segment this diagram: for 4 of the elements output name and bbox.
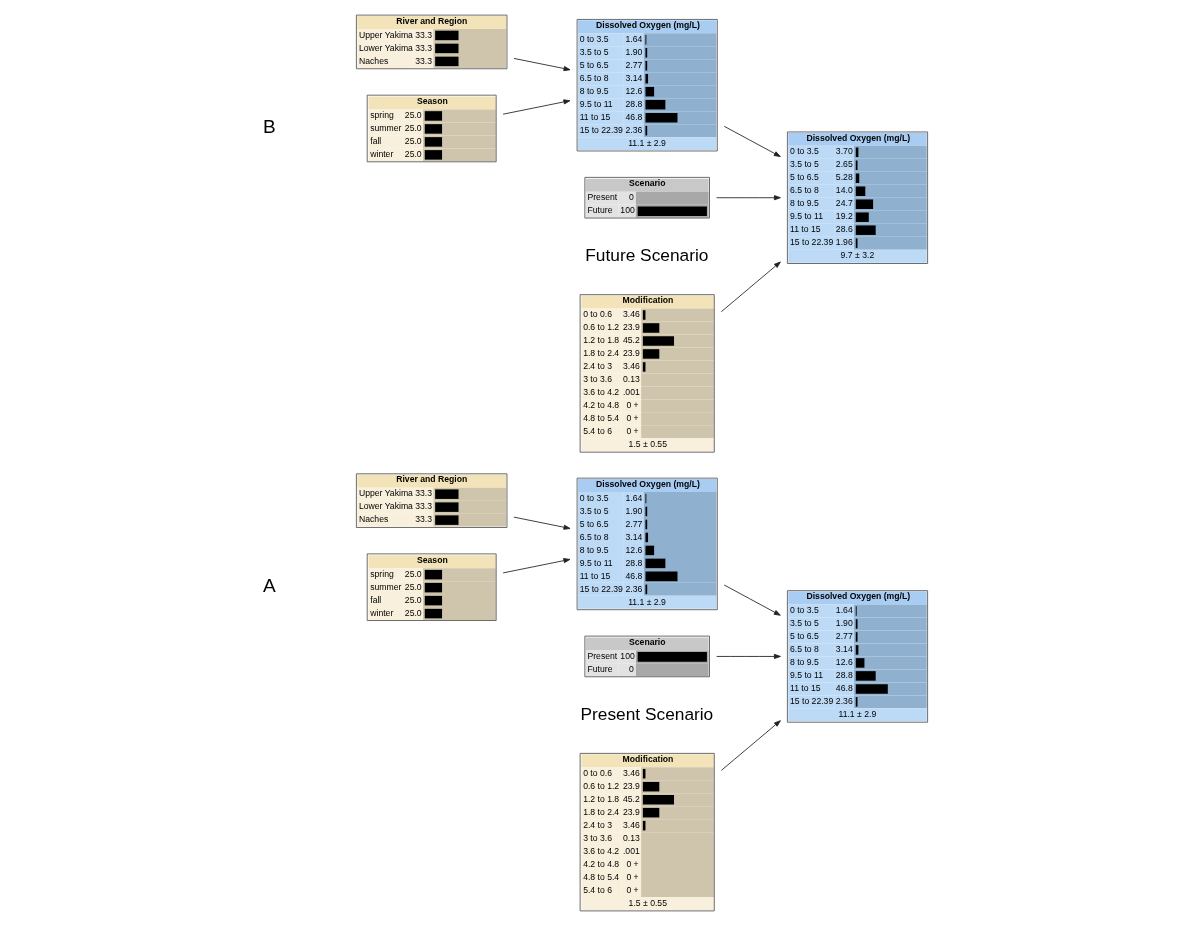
label: B [262,116,276,138]
label: A [262,575,276,597]
label: Future Scenario [584,244,708,265]
label: Present Scenario [580,703,713,724]
